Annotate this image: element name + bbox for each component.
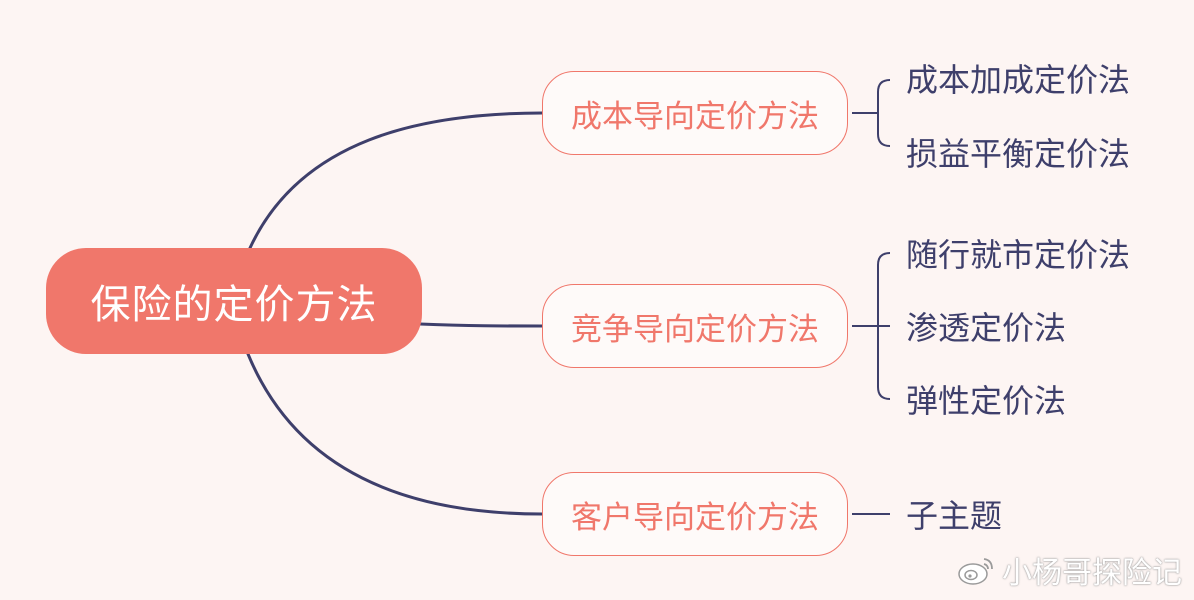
root-node[interactable]: 保险的定价方法 [46,248,422,354]
leaf-subtopic[interactable]: 子主题 [906,492,1002,536]
leaf-going-rate-pricing[interactable]: 随行就市定价法 [906,231,1130,275]
leaf-label: 随行就市定价法 [906,236,1131,274]
leaf-label: 成本加成定价法 [906,61,1131,99]
branch-customer-oriented[interactable]: 客户导向定价方法 [542,472,848,556]
leaf-break-even-pricing[interactable]: 损益平衡定价法 [906,130,1130,174]
leaf-elastic-pricing[interactable]: 弹性定价法 [906,377,1066,421]
root-node-label: 保险的定价方法 [90,282,378,328]
bracket-branch-0 [852,79,891,147]
branch-label: 成本导向定价方法 [571,98,819,135]
branch-label: 客户导向定价方法 [571,499,819,536]
leaf-label: 子主题 [906,497,1003,535]
leaf-label: 弹性定价法 [906,382,1067,420]
connector-root-branch-1 [418,322,544,328]
branch-cost-oriented[interactable]: 成本导向定价方法 [542,71,848,155]
leaf-penetration-pricing[interactable]: 渗透定价法 [906,304,1066,348]
leaf-label: 损益平衡定价法 [906,135,1131,173]
branch-label: 竞争导向定价方法 [571,311,819,348]
connector-root-branch-2 [246,352,544,516]
leaf-cost-plus-pricing[interactable]: 成本加成定价法 [906,56,1130,100]
weibo-icon [958,558,993,585]
leaf-label: 渗透定价法 [906,309,1067,347]
watermark: 小杨哥探险记 [956,548,1182,592]
connector-root-branch-0 [248,111,544,250]
branch-competition-oriented[interactable]: 竞争导向定价方法 [542,284,848,368]
watermark-text: 小杨哥探险记 [1002,556,1182,591]
bracket-branch-1 [852,252,891,400]
